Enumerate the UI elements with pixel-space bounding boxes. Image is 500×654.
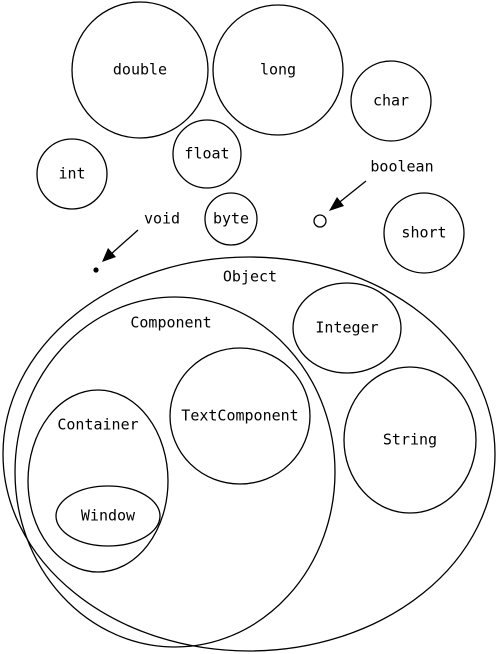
int-label: int [58,165,85,183]
container-ellipse [27,389,169,573]
text-component-label: TextComponent [181,407,298,425]
integer-ellipse [292,282,402,374]
boolean-arrow-line [335,180,367,206]
boolean-circle [313,214,327,228]
window-ellipse [55,485,161,547]
string-label: String [383,431,437,449]
window-label: Window [81,507,136,525]
boolean-label: boolean [370,158,433,176]
byte-label: byte [213,210,249,228]
void-label: void [144,210,180,228]
float-label: float [184,145,229,163]
double-circle [71,1,209,139]
object-ellipse [2,256,496,652]
int-circle [36,138,108,210]
char-label: char [373,92,409,110]
component-ellipse [14,296,336,648]
float-circle [172,119,242,189]
container-label: Container [57,416,138,434]
short-circle [383,192,465,274]
char-circle [350,60,432,142]
void-dot [93,267,99,273]
object-label: Object [223,268,277,286]
component-label: Component [130,314,211,332]
void-arrow-line [109,229,139,256]
string-ellipse [343,366,477,514]
void-arrow-head [102,248,116,262]
text-component-ellipse [169,347,311,485]
long-circle [212,4,344,136]
boolean-arrow-head [329,197,344,211]
integer-label: Integer [315,319,378,337]
short-label: short [401,224,446,242]
double-label: double [113,61,167,79]
byte-circle [204,192,258,246]
long-label: long [260,61,296,79]
